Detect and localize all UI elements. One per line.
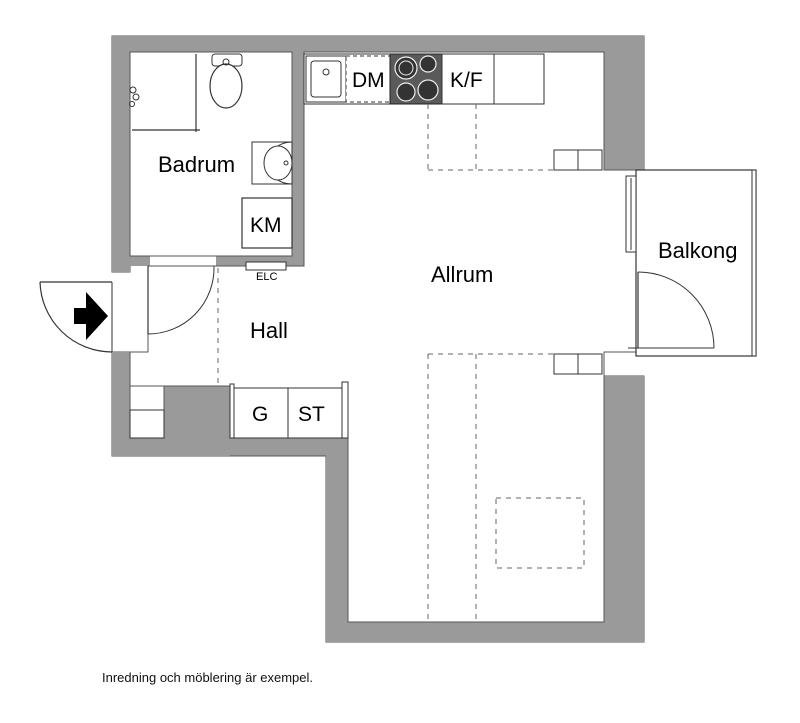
- washbasin-icon: [251, 141, 293, 185]
- fridge-freezer-kf: [441, 53, 495, 105]
- label-km: KM: [250, 214, 282, 237]
- wardrobe-st: [287, 387, 343, 439]
- balcony: [635, 169, 757, 357]
- right-wall-lower: [604, 376, 644, 642]
- balcony-door-swing: [637, 271, 715, 349]
- stove-hob-icon: [389, 53, 443, 105]
- shower-icon: [129, 54, 200, 132]
- wardrobe-g: [233, 387, 289, 439]
- left-wall-lower: [112, 352, 130, 456]
- right-wall-upper: [604, 52, 644, 170]
- label-elc: ELC: [256, 271, 277, 283]
- room-label-badrum: Badrum: [158, 152, 235, 177]
- left-wall-upper: [112, 36, 130, 272]
- bathroom-wall-right: [292, 52, 304, 266]
- washing-machine: [241, 197, 293, 249]
- entrance-arrow-icon: [74, 292, 108, 340]
- lower-left-wall: [326, 438, 348, 642]
- bathroom-wall-bottom: [216, 256, 304, 266]
- label-dm: DM: [352, 69, 385, 92]
- room-label-allrum: Allrum: [431, 262, 493, 287]
- kitchen-sink-icon: [305, 55, 347, 103]
- disclaimer-footnote: Inredning och möblering är exempel.: [102, 670, 314, 685]
- hall-bottom-wall: [112, 438, 164, 456]
- toilet-icon: [209, 53, 243, 109]
- room-label-hall: Hall: [250, 318, 288, 343]
- balcony-railing: [751, 169, 757, 357]
- entrance-door-swing: [39, 281, 113, 353]
- bathroom-wall-bottom-left: [130, 256, 150, 266]
- label-g: G: [252, 403, 268, 426]
- bottom-wall: [326, 622, 644, 642]
- label-st: ST: [298, 403, 325, 426]
- top-wall: [112, 36, 644, 52]
- hall-door-swing: [147, 265, 215, 335]
- elc-panel: [245, 261, 287, 271]
- kitchen-cabinet: [493, 53, 545, 105]
- label-kf: K/F: [450, 69, 483, 92]
- room-label-balkong: Balkong: [658, 238, 738, 263]
- hall-pillar: [164, 386, 230, 456]
- hall-cabinet: [129, 409, 165, 439]
